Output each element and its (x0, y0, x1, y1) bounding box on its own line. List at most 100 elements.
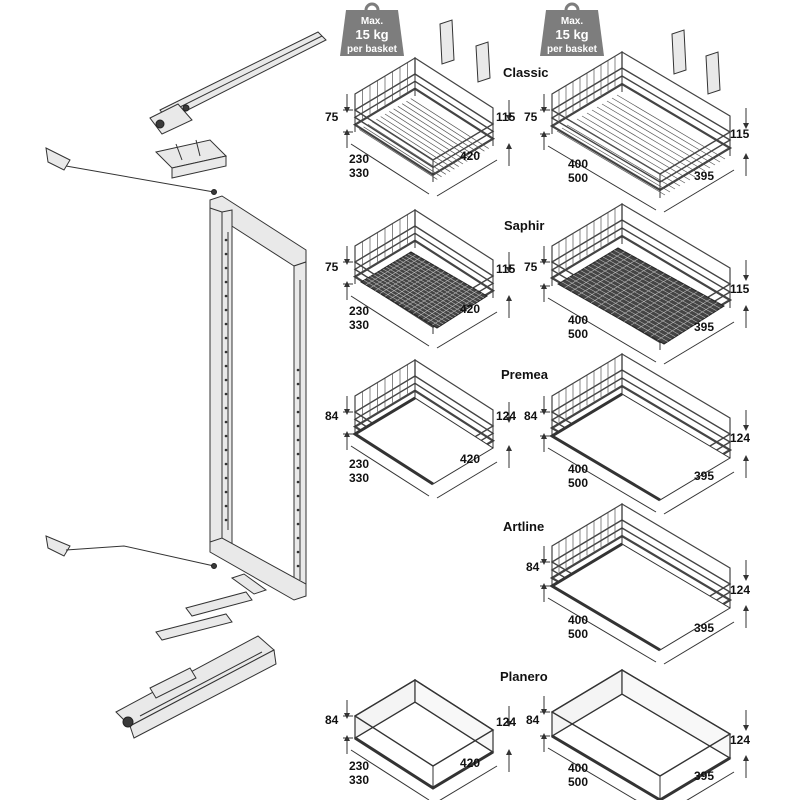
badge-line2: 15 kg (355, 27, 388, 42)
larder-frame (209, 195, 307, 601)
lower-linkage-rod (45, 535, 217, 569)
dim-width-1: 400 (568, 761, 588, 775)
frame-hole (224, 518, 228, 522)
dimension-lines (540, 94, 749, 213)
dim-depth: 395 (694, 169, 714, 183)
frame-hole (224, 336, 228, 340)
baskets (343, 50, 749, 800)
frame-hole (224, 392, 228, 396)
weight-badge-2: Max. 15 kg per basket (540, 2, 604, 56)
frame-hole (224, 378, 228, 382)
dim-height: 75 (325, 110, 339, 124)
frame-assembly (45, 31, 327, 739)
dim-width-2: 330 (349, 318, 369, 332)
series-label-premea: Premea (501, 367, 549, 382)
dim-height: 75 (524, 260, 538, 274)
dim-width-2: 500 (568, 775, 588, 789)
frame-hole (224, 266, 228, 270)
frame-hole (296, 438, 300, 442)
dim-depth: 395 (694, 621, 714, 635)
dim-height-2: 115 (496, 110, 516, 124)
dim-height: 84 (325, 713, 339, 727)
dim-height: 84 (526, 560, 540, 574)
dim-height: 75 (524, 110, 538, 124)
basket-saphir-large (549, 202, 733, 350)
dims-planero-large: 84 124 400 500 395 (526, 713, 750, 789)
basket-premea-small (352, 358, 496, 486)
dim-height: 84 (325, 409, 339, 423)
dim-height-2: 124 (730, 583, 750, 597)
basket-classic-small (352, 56, 496, 182)
dim-width-2: 330 (349, 166, 369, 180)
frame-hole (296, 396, 300, 400)
dim-width-1: 230 (349, 457, 369, 471)
frame-hole (296, 522, 300, 526)
basket-saphir-small (352, 208, 496, 334)
dim-height-2: 115 (730, 127, 750, 141)
dim-depth: 420 (460, 756, 480, 770)
frame-hole (296, 452, 300, 456)
frame-hole (224, 448, 228, 452)
basket-hook-clips (439, 19, 721, 95)
frame-hole (224, 294, 228, 298)
frame-hole (224, 350, 228, 354)
badge-line1: Max. (561, 16, 583, 27)
badge-line3: per basket (347, 44, 398, 55)
dimension-lines (343, 396, 512, 499)
frame-hole (224, 420, 228, 424)
series-label-saphir: Saphir (504, 218, 544, 233)
dim-depth: 395 (694, 320, 714, 334)
weight-badge-1: Max. 15 kg per basket (340, 2, 404, 56)
frame-hole (224, 238, 228, 242)
frame-hole (296, 536, 300, 540)
frame-hole (224, 252, 228, 256)
frame-hole (296, 550, 300, 554)
dim-height-2: 124 (730, 733, 750, 747)
dim-width-2: 500 (568, 327, 588, 341)
dim-height: 84 (524, 409, 538, 423)
dims-saphir-small: 75 115 230 330 420 (325, 260, 516, 332)
dim-depth: 395 (694, 769, 714, 783)
frame-hole (296, 382, 300, 386)
series-labels: Classic Saphir Premea Artline Planero (500, 65, 549, 684)
dim-width-2: 500 (568, 171, 588, 185)
basket-planero-small (353, 678, 495, 790)
frame-hole (224, 322, 228, 326)
dim-width-1: 400 (568, 157, 588, 171)
dim-width-1: 400 (568, 613, 588, 627)
dim-width-1: 230 (349, 304, 369, 318)
frame-hole (224, 490, 228, 494)
dim-depth: 420 (460, 149, 480, 163)
basket-classic-large (549, 50, 733, 198)
dims-premea-large: 84 124 400 500 395 (524, 409, 750, 490)
frame-hole (296, 494, 300, 498)
frame-hole (224, 434, 228, 438)
badge-line1: Max. (361, 16, 383, 27)
dim-depth: 395 (694, 469, 714, 483)
dim-width-2: 500 (568, 627, 588, 641)
series-label-planero: Planero (500, 669, 548, 684)
dim-width-1: 400 (568, 313, 588, 327)
frame-hole (224, 308, 228, 312)
basket-premea-large (549, 352, 733, 502)
basket-artline-large (549, 502, 733, 652)
frame-holes (224, 238, 300, 568)
bottom-runner-rail (115, 635, 277, 739)
dim-width-1: 230 (349, 152, 369, 166)
dim-width-2: 330 (349, 773, 369, 787)
dim-height-2: 115 (496, 262, 516, 276)
series-label-artline: Artline (503, 519, 544, 534)
dim-height-2: 124 (496, 715, 516, 729)
top-linkage-rod (45, 147, 217, 195)
dimension-lines (540, 696, 749, 800)
dim-width-1: 400 (568, 462, 588, 476)
dimension-lines (343, 700, 512, 800)
dim-depth: 420 (460, 452, 480, 466)
frame-hole (296, 424, 300, 428)
frame-hole (224, 280, 228, 284)
dimension-lines (343, 94, 512, 197)
frame-hole (296, 410, 300, 414)
frame-hole (296, 368, 300, 372)
dim-height: 84 (526, 713, 540, 727)
